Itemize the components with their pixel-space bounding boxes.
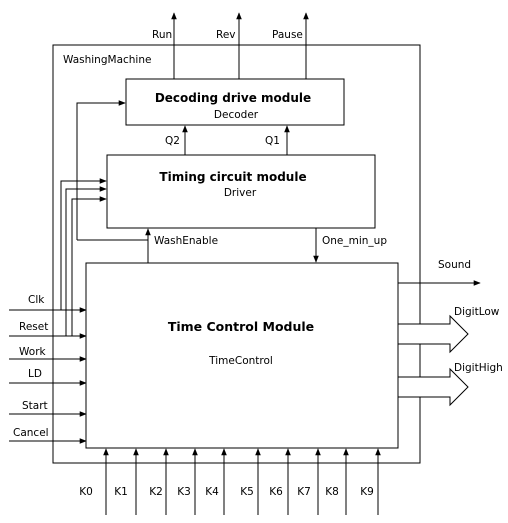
rev-label: Rev	[216, 29, 236, 41]
driver-subtitle: Driver	[224, 187, 257, 199]
input-label: Start	[22, 400, 48, 412]
pause-label: Pause	[272, 29, 303, 41]
outer-label: WashingMachine	[63, 54, 151, 66]
key-k7: K7	[297, 448, 321, 515]
key-k0: K0	[79, 448, 109, 515]
timecontrol-subtitle: TimeControl	[208, 355, 273, 367]
wash-enable-signal: WashEnable	[145, 228, 218, 263]
key-label: K1	[114, 486, 128, 498]
key-k1: K1	[114, 448, 139, 515]
key-k9: K9	[360, 448, 381, 515]
timecontrol-title: Time Control Module	[168, 319, 314, 334]
input-cancel: Cancel	[9, 427, 87, 444]
digit-high-output: DigitHigh	[397, 362, 503, 407]
decoder-module: Decoding drive module Decoder	[125, 78, 345, 126]
input-work: Work	[9, 346, 87, 362]
input-reset: Reset	[9, 321, 87, 339]
rev-output: Rev	[216, 12, 242, 79]
input-ld: LD	[9, 368, 87, 386]
left-inputs: Clk Reset Work LD Start Cancel	[9, 294, 87, 444]
run-label: Run	[152, 29, 172, 41]
digit-low-label: DigitLow	[454, 306, 500, 318]
input-label: Work	[19, 346, 47, 358]
sound-label: Sound	[438, 259, 471, 271]
input-start: Start	[9, 400, 87, 417]
key-k3: K3	[177, 448, 198, 515]
run-output: Run	[152, 12, 177, 79]
driver-title: Timing circuit module	[159, 170, 306, 184]
driver-box	[106, 154, 376, 229]
one-min-up-label: One_min_up	[322, 235, 387, 247]
key-k2: K2	[149, 448, 169, 515]
timecontrol-box	[85, 262, 399, 449]
sound-output: Sound	[398, 259, 481, 286]
feedback-wires	[60, 100, 148, 336]
q2-label: Q2	[165, 135, 180, 147]
digit-low-output: DigitLow	[397, 306, 500, 354]
key-label: K9	[360, 486, 374, 498]
input-label: Reset	[19, 321, 48, 333]
driver-module: Timing circuit module Driver	[106, 154, 376, 229]
q1-signal: Q1	[265, 125, 290, 155]
key-label: K7	[297, 486, 311, 498]
key-k5: K5	[240, 448, 261, 515]
pause-output: Pause	[272, 12, 309, 79]
one-min-up-signal: One_min_up	[313, 228, 387, 263]
outer-frame	[52, 44, 421, 464]
input-label: Clk	[28, 294, 45, 306]
key-k6: K6	[269, 448, 291, 515]
key-label: K5	[240, 486, 254, 498]
key-label: K3	[177, 486, 191, 498]
decoder-subtitle: Decoder	[214, 109, 259, 121]
timecontrol-module: Time Control Module TimeControl	[85, 262, 399, 449]
input-clk: Clk	[9, 294, 87, 313]
key-label: K6	[269, 486, 283, 498]
key-inputs: K0 K1 K2 K3 K4 K5 K6 K7	[79, 448, 381, 515]
q1-label: Q1	[265, 135, 280, 147]
key-k8: K8	[325, 448, 349, 515]
decoder-box	[125, 78, 345, 126]
key-label: K2	[149, 486, 163, 498]
q2-signal: Q2	[165, 125, 188, 155]
wash-enable-label: WashEnable	[154, 235, 218, 247]
decoder-title: Decoding drive module	[155, 91, 311, 105]
key-label: K0	[79, 486, 93, 498]
input-label: LD	[28, 368, 42, 380]
key-k4: K4	[205, 448, 227, 515]
key-label: K4	[205, 486, 219, 498]
input-label: Cancel	[13, 427, 49, 439]
digit-high-label: DigitHigh	[454, 362, 503, 374]
key-label: K8	[325, 486, 339, 498]
